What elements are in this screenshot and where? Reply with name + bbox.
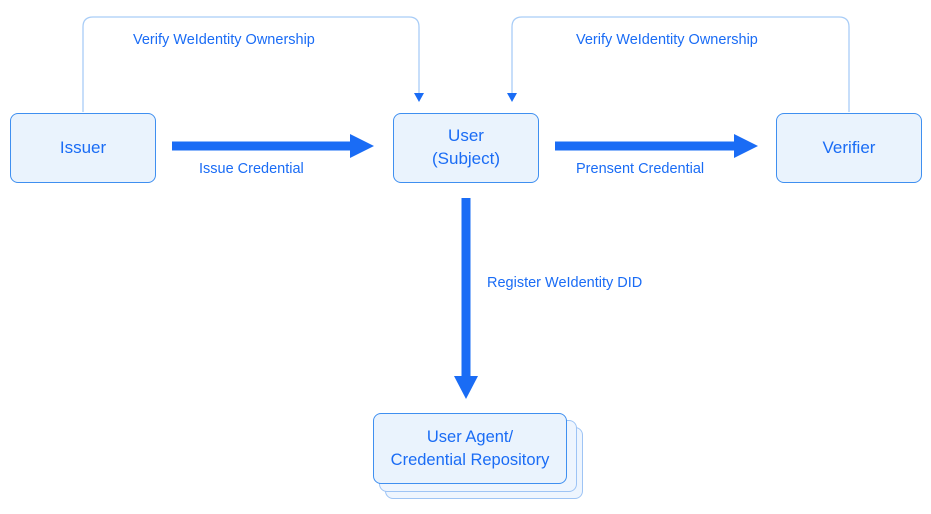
issuer-node: Issuer [10,113,156,183]
verifier-node: Verifier [776,113,922,183]
verify-right-arrowhead [507,93,517,102]
verify-right-label: Verify WeIdentity Ownership [576,32,758,48]
repository-node: User Agent/ Credential Repository [373,413,567,484]
repository-label-line1: User Agent/ [426,428,514,447]
verify-left-connector [82,16,420,112]
user-node: User (Subject) [393,113,539,183]
register-label: Register WeIdentity DID [487,275,643,291]
issue-label: Issue Credential [199,161,304,177]
user-label-line1: User [448,126,484,146]
user-label-line2: (Subject) [431,149,501,168]
verifier-label: Verifier [822,137,876,157]
repository-label-line2: Credential Repository [390,450,550,469]
verify-right-connector [511,16,850,112]
verify-left-label: Verify WeIdentity Ownership [133,32,315,48]
issue-arrow-head [350,134,374,158]
issuer-label: Issuer [59,137,107,157]
verify-left-arrowhead [414,93,424,102]
present-label: Prensent Credential [576,161,705,177]
register-arrow-head [454,376,478,399]
present-arrow-head [734,134,758,158]
